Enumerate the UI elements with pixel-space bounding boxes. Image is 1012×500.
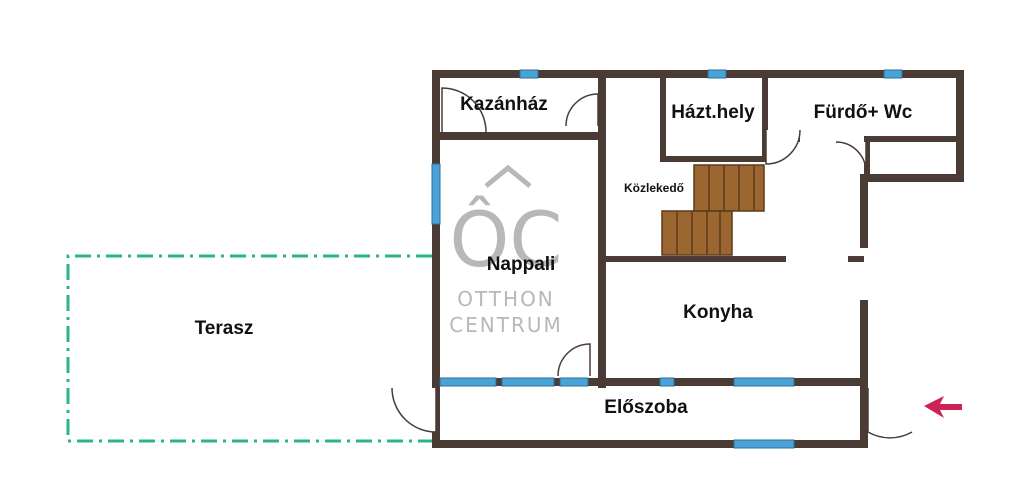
door-haztartasi: [765, 129, 801, 165]
room-label-terasz: Terasz: [195, 318, 254, 339]
window: [439, 377, 497, 387]
room-labels: Kazánház Házt.hely Fürdő+ Wc Közlekedő N…: [195, 94, 913, 418]
window: [559, 377, 589, 387]
door-entrance: [867, 388, 913, 439]
otthon-centrum-watermark: ÔC OTTHON CENTRUM: [449, 164, 563, 337]
window: [883, 69, 903, 79]
windows: [431, 69, 903, 449]
window: [519, 69, 539, 79]
watermark-line1: OTTHON: [457, 287, 555, 311]
door-kazanhaz-outer: [441, 87, 487, 133]
watermark-logo: ÔC: [450, 194, 563, 284]
terrace-outline: [66, 254, 432, 443]
staircase: [661, 164, 765, 256]
window: [707, 69, 727, 79]
watermark-line2: CENTRUM: [449, 313, 563, 337]
door-nappali: [557, 343, 591, 377]
window: [733, 377, 795, 387]
doors: [391, 87, 913, 439]
window: [659, 377, 675, 387]
room-label-kozlekedo: Közlekedő: [624, 181, 684, 195]
watermark-roof-icon: [484, 164, 532, 188]
door-kazanhaz-inner: [565, 93, 599, 127]
entrance-arrow-icon: [924, 396, 962, 418]
window: [733, 439, 795, 449]
door-terasz: [391, 387, 437, 433]
room-label-nappali: Nappali: [487, 254, 556, 275]
room-label-kazanhaz: Kazánház: [460, 94, 548, 115]
window: [431, 163, 441, 225]
room-label-furdo: Fürdő+ Wc: [814, 102, 913, 123]
room-label-konyha: Konyha: [683, 302, 753, 323]
window: [501, 377, 555, 387]
walls: [432, 70, 964, 448]
room-label-haztartasi: Házt.hely: [671, 102, 755, 123]
door-furdo: [835, 141, 867, 173]
room-label-eloszoba: Előszoba: [604, 397, 688, 418]
